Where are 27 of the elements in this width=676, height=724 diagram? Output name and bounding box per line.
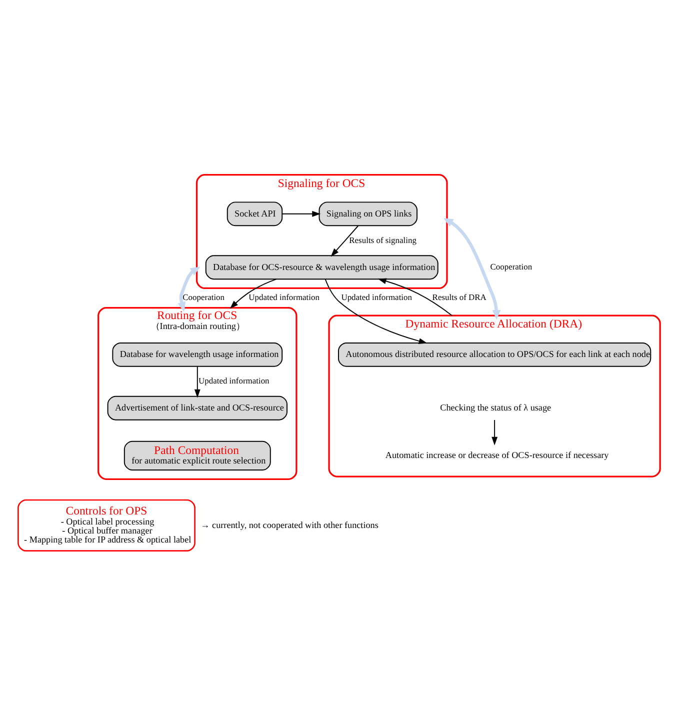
node-label: → currently, not cooperated with other functions xyxy=(200,519,378,530)
node-box: Path Computation for automatic explicit route selection xyxy=(124,440,271,470)
node-box: Signaling on OPS links xyxy=(318,201,418,226)
arrow xyxy=(194,366,200,398)
edge-label: Cooperation xyxy=(490,261,532,272)
arrow xyxy=(443,218,501,320)
arrow xyxy=(492,418,498,445)
edge-label: Cooperation xyxy=(182,292,225,302)
edge-label: Updated information xyxy=(198,375,270,386)
arrow xyxy=(230,278,278,308)
node-box: Database for OCS-resource & wavelength usage information xyxy=(205,254,438,280)
edge-label: Updated information xyxy=(248,292,320,302)
node-text: Checking the status of λ usage xyxy=(440,402,552,412)
edge-label: Results of DRA xyxy=(432,292,486,302)
node-box: Database for wavelength usage information xyxy=(112,342,283,366)
edge-label: Updated information xyxy=(341,292,412,302)
node-box: Advertisement of link-state and OCS-resource xyxy=(107,395,288,420)
arrow xyxy=(324,278,428,344)
arrow xyxy=(282,210,321,216)
node-text: Automatic increase or decrease of OCS-resource if necessary xyxy=(385,450,609,460)
arrow xyxy=(178,266,200,312)
node-box: Autonomous distributed resource allocation to OPS/OCS for each link at each node xyxy=(338,342,652,366)
edge-label: Results of signaling xyxy=(349,234,416,244)
arrow xyxy=(330,224,359,256)
node-box: Socket API xyxy=(226,201,283,226)
node-box: Controls for OPS - Optical label processing - Optical buffer manager - Mapping table for IP address & optical label xyxy=(18,498,196,551)
arrow xyxy=(378,278,453,316)
